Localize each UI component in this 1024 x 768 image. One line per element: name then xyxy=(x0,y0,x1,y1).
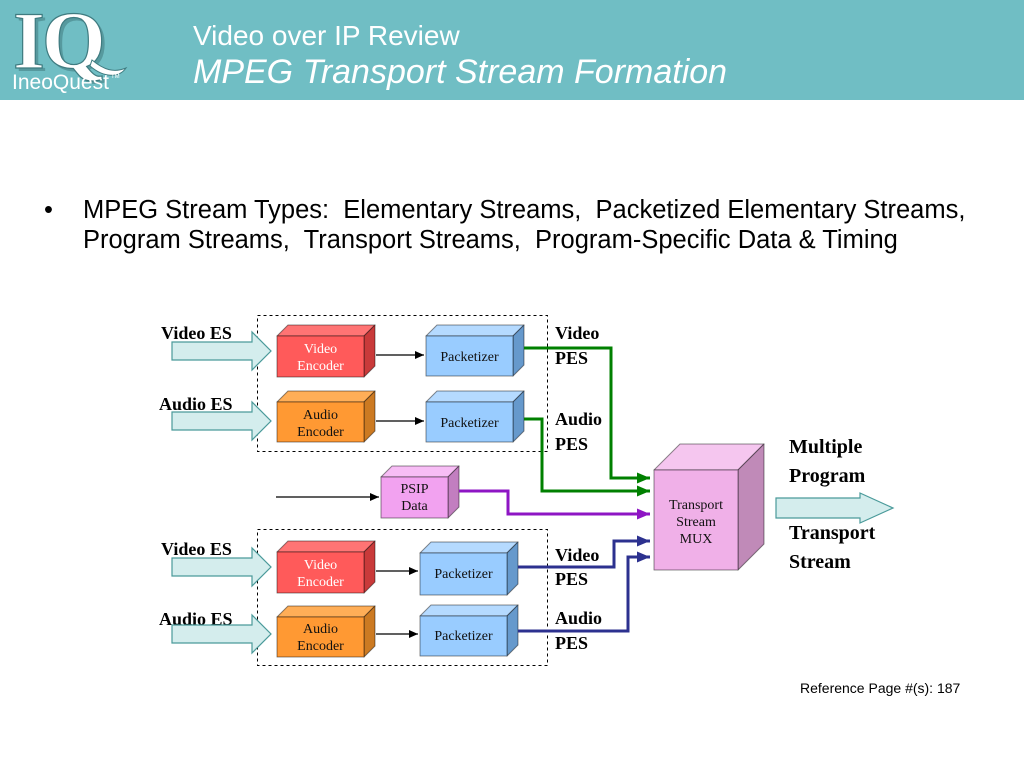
box-top-face xyxy=(425,324,525,337)
box-top-face xyxy=(425,390,525,403)
video-es-arrow xyxy=(171,330,272,372)
box-label-line-2: Encoder xyxy=(297,639,344,654)
box-front-face xyxy=(425,335,514,377)
reference-page-note: Reference Page #(s): 187 xyxy=(800,680,961,696)
box-label: Packetizer xyxy=(440,350,499,365)
audio-packetizer-box: Packetizer xyxy=(419,604,519,657)
box-label: Packetizer xyxy=(434,629,493,644)
slide-subtitle: MPEG Transport Stream Formation xyxy=(193,53,728,91)
audio-pes-label-line-1: Audio xyxy=(555,608,602,628)
logo-name: IneoQuest xyxy=(12,71,109,94)
box-front-face xyxy=(419,552,508,596)
audio-encoder-box: Audio Encoder xyxy=(276,605,376,658)
box-label: Packetizer xyxy=(434,567,493,582)
box-label-line-2: Encoder xyxy=(297,359,344,374)
transport-stream-formation-diagram: Video ES Audio ES Video Encoder Audio En… xyxy=(159,315,895,666)
video-es-label: Video ES xyxy=(161,323,232,343)
logo-q-tail xyxy=(89,59,128,76)
box-label-line-3: MUX xyxy=(680,532,713,547)
box-front-face xyxy=(419,615,508,657)
output-label-line-2: Program xyxy=(789,465,866,487)
program-1-boundary xyxy=(257,315,548,452)
program-2-audio-pes-link xyxy=(518,551,650,633)
logo-mark-shadow: IQ xyxy=(16,0,106,89)
box-top-face xyxy=(380,465,460,478)
box-top-face xyxy=(419,541,519,554)
audio-es-arrow xyxy=(171,613,272,655)
box-label-line-2: Encoder xyxy=(297,575,344,590)
box-label-line-2: Encoder xyxy=(297,425,344,440)
audio-es-label: Audio ES xyxy=(159,394,233,414)
video-pes-label-line-2: PES xyxy=(555,348,588,368)
program-1-video-pes-link xyxy=(524,346,650,484)
transport-stream-mux-box: Transport Stream MUX xyxy=(653,443,765,571)
audio-pes-label-line-1: Audio xyxy=(555,409,602,429)
psip-group: PSIP Data xyxy=(276,465,650,520)
video-es-arrow xyxy=(171,546,272,588)
psip-data-box: PSIP Data xyxy=(380,465,460,519)
video-pes-label-line-1: Video xyxy=(555,545,599,565)
box-front-face xyxy=(276,401,365,443)
video-packetizer-box: Packetizer xyxy=(425,324,525,377)
box-label-line-1: Video xyxy=(304,342,337,357)
psip-link xyxy=(459,489,650,520)
ineoquest-logo: IQ IQ IneoQuest TM xyxy=(12,0,128,94)
program-2-group: Video ES Audio ES Video Encoder Audio En… xyxy=(159,529,650,666)
box-label-line-1: Transport xyxy=(669,498,723,513)
box-front-face xyxy=(276,616,365,658)
box-top-face xyxy=(276,324,376,337)
program-2-video-pes-link xyxy=(518,535,650,569)
logo-trademark: TM xyxy=(111,74,120,80)
bullet-line-2: Program Streams, Transport Streams, Prog… xyxy=(83,226,898,254)
box-top-face xyxy=(276,540,376,553)
output-label-line-4: Stream xyxy=(789,551,851,573)
box-label-line-2: Data xyxy=(401,499,428,514)
program-2-boundary xyxy=(257,529,548,666)
audio-pes-label-line-2: PES xyxy=(555,633,588,653)
box-label-line-1: Audio xyxy=(303,622,338,637)
box-label-line-1: Audio xyxy=(303,408,338,423)
audio-es-label: Audio ES xyxy=(159,609,233,629)
video-packetizer-box: Packetizer xyxy=(419,541,519,596)
logo-mark: IQ xyxy=(13,0,103,86)
program-1-group: Video ES Audio ES Video Encoder Audio En… xyxy=(159,315,650,497)
box-front-face xyxy=(425,401,514,443)
audio-pes-label-line-2: PES xyxy=(555,434,588,454)
header-bar xyxy=(0,0,1024,100)
box-front-face xyxy=(276,551,365,594)
output-label-line-3: Transport xyxy=(789,522,876,544)
box-label: Packetizer xyxy=(440,416,499,431)
slide-title: Video over IP Review xyxy=(193,20,460,51)
box-top-face xyxy=(276,390,376,403)
video-es-label: Video ES xyxy=(161,539,232,559)
video-encoder-box: Video Encoder xyxy=(276,540,376,594)
box-front-face xyxy=(380,476,449,519)
box-front-face xyxy=(276,335,365,378)
bullet-text: MPEG Stream Types: Elementary Streams, P… xyxy=(83,195,965,255)
video-pes-label-line-1: Video xyxy=(555,323,599,343)
video-pes-label-line-2: PES xyxy=(555,569,588,589)
audio-packetizer-box: Packetizer xyxy=(425,390,525,443)
box-front-face xyxy=(653,469,739,571)
box-label-line-2: Stream xyxy=(676,515,716,530)
box-top-face xyxy=(276,605,376,618)
audio-encoder-box: Audio Encoder xyxy=(276,390,376,443)
program-1-audio-pes-link xyxy=(524,417,650,497)
bullet-line-1: MPEG Stream Types: Elementary Streams, P… xyxy=(83,196,966,224)
bullet-marker: • xyxy=(44,196,53,224)
box-top-face xyxy=(419,604,519,617)
box-label-line-1: PSIP xyxy=(400,482,428,497)
box-label-line-1: Video xyxy=(304,558,337,573)
audio-es-arrow xyxy=(171,400,272,442)
output-label-line-1: Multiple xyxy=(789,436,862,458)
output-group: Multiple Program Transport Stream xyxy=(775,436,895,573)
video-encoder-box: Video Encoder xyxy=(276,324,376,378)
output-arrow xyxy=(775,492,895,524)
